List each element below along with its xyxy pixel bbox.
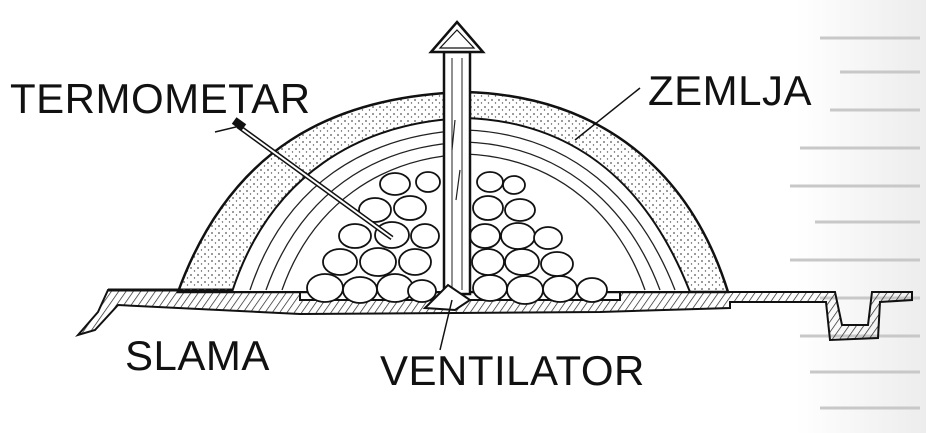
zemlja-label: ZEMLJA (648, 70, 812, 112)
slama-label: SLAMA (125, 335, 270, 377)
termometar-label: TERMOMETAR (10, 78, 311, 120)
ventilator-label: VENTILATOR (380, 350, 645, 392)
ventilator-shaft (444, 52, 470, 294)
